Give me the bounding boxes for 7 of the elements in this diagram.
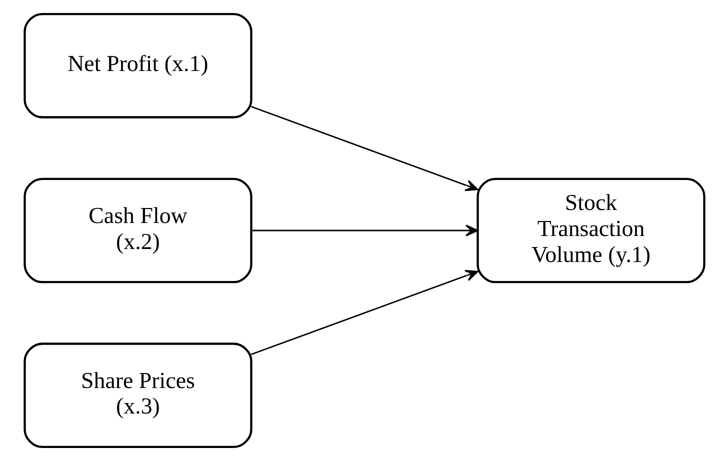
node-box: Cash Flow (x.2) [23,178,252,284]
node-box: Share Prices (x.3) [23,342,252,448]
arrow [250,270,478,356]
node-box: Stock Transaction Volume (y.1) [476,178,705,284]
node-box: Net Profit (x.1) [23,12,252,118]
arrow [250,224,478,236]
arrow [250,106,478,192]
